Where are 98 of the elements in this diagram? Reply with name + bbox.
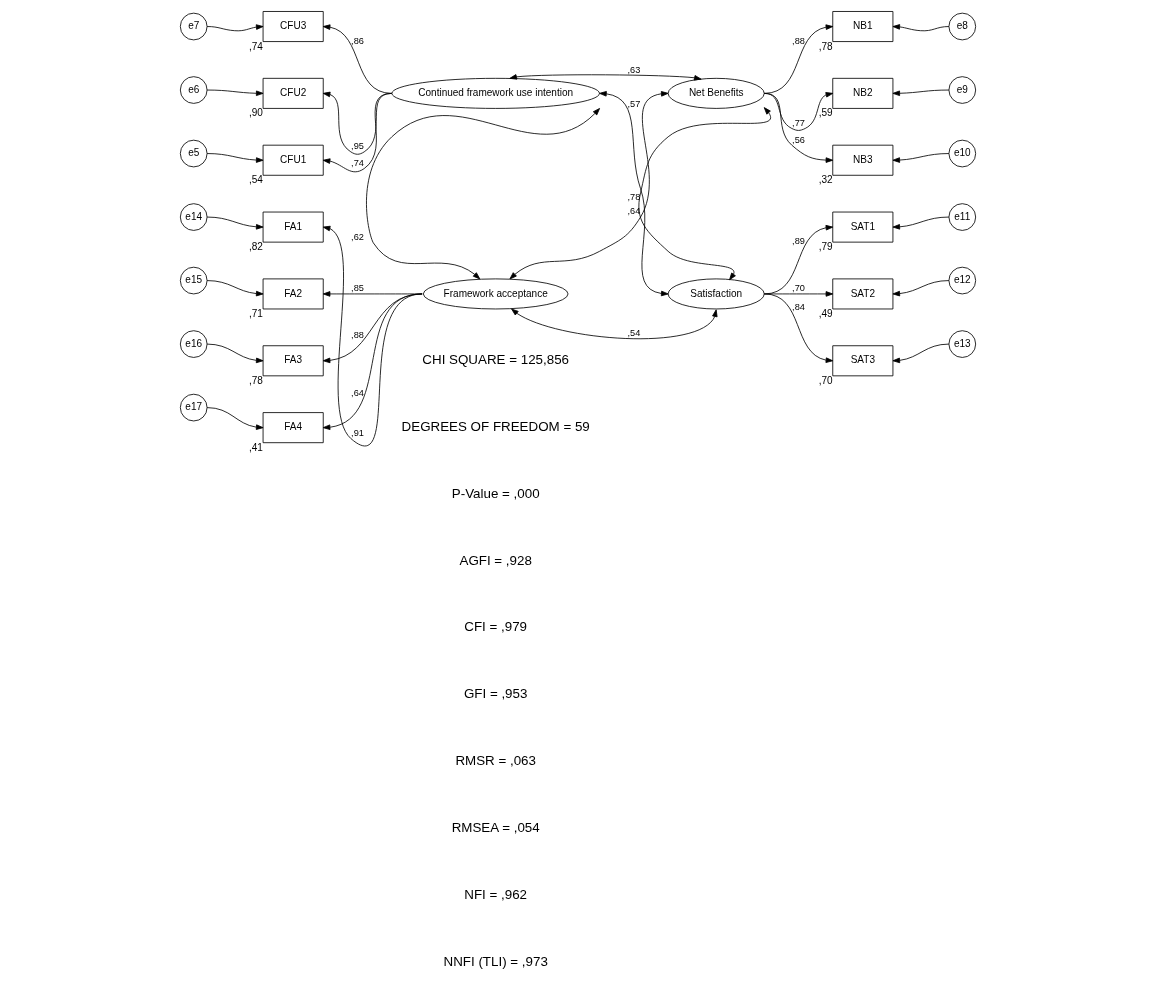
edge-label: ,95 [350, 141, 364, 152]
edge-label: ,89 [791, 235, 805, 246]
arrow [892, 153, 949, 163]
node-circle: e8 [948, 12, 976, 41]
arrow [206, 216, 263, 230]
edge-label: ,84 [791, 302, 805, 313]
arrow [763, 92, 833, 163]
edge-label: ,88 [350, 330, 364, 341]
arrow [206, 343, 263, 364]
node-label: ,32 [818, 174, 833, 186]
label: DEGREES OF FREEDOM = 59 [401, 418, 590, 434]
label: CFI = ,979 [463, 619, 527, 635]
arrow [206, 89, 263, 97]
edge-label: ,85 [350, 283, 364, 294]
node-label: ,70 [818, 374, 833, 386]
arrow [892, 89, 949, 97]
node-box: NB3 [831, 144, 893, 176]
arrow [322, 24, 392, 94]
edge-label: ,64 [626, 206, 640, 217]
node-circle: e16 [179, 330, 207, 358]
arrow [365, 108, 600, 280]
node-box: FA3 [262, 345, 324, 377]
arrow [322, 92, 392, 173]
node-ellipse: Framework acceptance [422, 278, 568, 310]
node-circle: e5 [179, 139, 207, 168]
edge-label: ,86 [350, 35, 364, 46]
arrow [763, 92, 833, 131]
arrow [322, 293, 423, 430]
node-label: ,78 [248, 374, 263, 386]
node-circle: e9 [948, 76, 976, 104]
label: GFI = ,953 [463, 686, 527, 702]
edge-label: ,78 [626, 192, 640, 203]
edge-label: ,77 [791, 117, 805, 128]
node-circle: e12 [948, 266, 976, 295]
edge-label: ,88 [791, 35, 805, 46]
edge-label: ,57 [626, 98, 640, 109]
arrow [508, 91, 669, 280]
node-box: FA2 [262, 278, 324, 310]
node-box: CFU2 [262, 77, 324, 109]
node-label: ,82 [248, 241, 263, 253]
node-label: ,74 [248, 40, 263, 52]
node-label: ,78 [818, 40, 833, 52]
node-label: ,41 [248, 441, 263, 453]
node-circle: e14 [179, 203, 207, 231]
arrow [510, 308, 718, 340]
arrow [892, 216, 949, 230]
node-circle: e10 [948, 139, 976, 168]
arrow [892, 280, 949, 297]
edge-label: ,54 [626, 327, 640, 338]
node-circle: e13 [948, 330, 976, 358]
node-label: ,90 [248, 107, 263, 119]
label: CHI SQUARE = 125,856 [421, 351, 569, 367]
edge-label: ,74 [350, 157, 364, 168]
arrow [206, 407, 263, 430]
label: RMSEA = ,054 [451, 819, 540, 835]
node-circle: e17 [179, 393, 207, 422]
arrow [206, 280, 263, 297]
arrow [892, 343, 949, 364]
arrow [598, 91, 669, 297]
edge-label: ,62 [350, 232, 364, 243]
node-box: SAT2 [831, 278, 893, 310]
node-label: ,79 [818, 241, 833, 253]
edge-label: ,70 [791, 283, 805, 294]
label: RMSR = ,063 [454, 753, 536, 769]
edge-label: ,56 [791, 134, 805, 145]
arrow [637, 107, 771, 281]
node-label: ,71 [248, 308, 263, 319]
edge-label: ,63 [626, 65, 640, 76]
node-box: CFU3 [262, 11, 324, 42]
arrow [322, 225, 423, 447]
node-label: ,54 [248, 174, 263, 186]
arrow [763, 24, 833, 94]
label: NNFI (TLI) = ,973 [443, 953, 548, 969]
node-circle: e7 [179, 12, 207, 41]
node-circle: e15 [179, 266, 207, 295]
node-ellipse: Satisfaction [667, 278, 765, 310]
node-box: FA4 [262, 412, 324, 444]
edge-label: ,64 [350, 387, 364, 398]
arrow [763, 293, 833, 363]
node-ellipse: Continued framework use intention [390, 77, 600, 109]
arrow [508, 74, 702, 81]
node-box: SAT3 [831, 345, 893, 377]
arrow [892, 24, 949, 32]
label: NFI = ,962 [463, 886, 527, 902]
label: AGFI = ,928 [458, 552, 532, 568]
node-box: NB1 [831, 11, 893, 42]
node-label: ,49 [818, 308, 833, 319]
node-box: FA1 [262, 211, 324, 243]
node-box: SAT1 [831, 211, 893, 243]
node-circle: e6 [179, 76, 207, 104]
edge-label: ,91 [350, 427, 364, 438]
arrow [206, 24, 263, 32]
node-box: NB2 [831, 77, 893, 109]
arrow [206, 153, 263, 163]
node-box: CFU1 [262, 144, 324, 176]
node-circle: e11 [948, 203, 976, 231]
node-label: ,59 [818, 107, 833, 119]
label: P-Value = ,000 [451, 485, 540, 501]
